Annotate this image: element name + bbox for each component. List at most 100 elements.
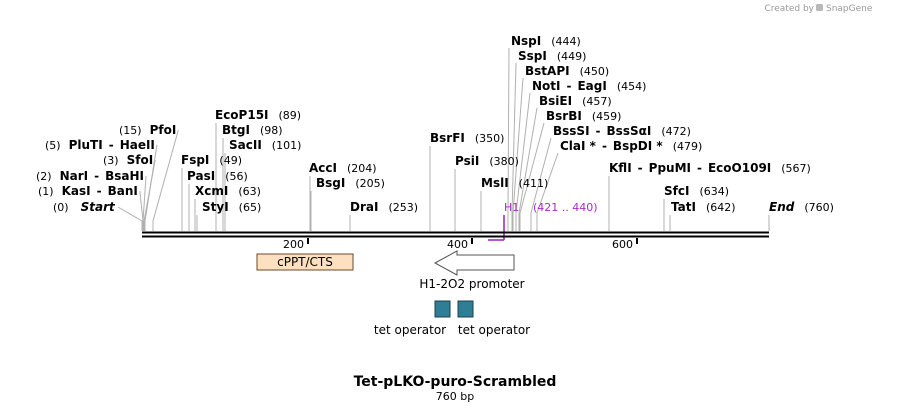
site-position: (0)	[53, 201, 69, 214]
site-position: (205)	[355, 177, 385, 190]
enzyme-separator: -	[596, 124, 601, 138]
site-position: (2)	[36, 170, 52, 183]
site-label-pasi[interactable]: PasI(56)	[187, 169, 248, 183]
enzyme-name: KasI	[62, 184, 91, 198]
enzyme-name: BsrFI	[430, 131, 465, 145]
site-label-tati[interactable]: TatI(642)	[671, 200, 736, 214]
site-label-bsgi[interactable]: BsgI(205)	[316, 176, 385, 190]
enzyme-name: End	[769, 200, 795, 214]
site-label-bsrbi[interactable]: BsrBI(459)	[546, 109, 621, 123]
site-leader-line	[518, 107, 538, 231]
site-position: (5)	[45, 139, 61, 152]
feature-tet-operator-1[interactable]: tet operator	[374, 300, 451, 337]
site-position: (454)	[617, 80, 647, 93]
enzyme-name: DraI	[350, 200, 378, 214]
site-label-kasi[interactable]: (1)KasI-BanI	[38, 184, 138, 198]
site-position: (449)	[557, 50, 587, 63]
enzyme-name-2: EagI	[577, 79, 606, 93]
credit-brand: SnapGene	[826, 4, 873, 14]
feature-cppt-cts[interactable]: cPPT/CTS	[256, 253, 354, 271]
enzyme-name: NotI	[532, 79, 561, 93]
site-label-bsrfi[interactable]: BsrFI (350)	[430, 131, 504, 145]
enzyme-name: NspI	[511, 34, 541, 48]
feature-cppt-label: cPPT/CTS	[277, 255, 333, 269]
enzyme-name-2: HaeII	[120, 138, 155, 152]
ruler-label-200: 200	[283, 238, 304, 251]
enzyme-name: FspI	[181, 153, 209, 167]
site-label-psii[interactable]: PsiI (380)	[455, 154, 519, 168]
enzyme-name: EcoP15I	[215, 108, 269, 122]
site-label-sacii[interactable]: SacII(101)	[229, 138, 301, 152]
site-label-pfoi[interactable]: (15)PfoI	[119, 123, 176, 137]
site-label-msli[interactable]: MslI(411)	[481, 176, 548, 190]
enzyme-name-2: BspDI *	[613, 139, 663, 153]
site-label-bsiei[interactable]: BsiEI (457)	[539, 94, 612, 108]
tet-operator-2-label: tet operator	[458, 323, 530, 337]
map-title: Tet-pLKO-puro-Scrambled	[354, 374, 557, 390]
enzyme-name-2: BssSαI	[607, 124, 652, 138]
site-label-bstapi[interactable]: BstAPI (450)	[525, 64, 609, 78]
enzyme-name: TatI	[671, 200, 696, 214]
site-label-noti[interactable]: NotI-EagI (454)	[532, 79, 646, 93]
site-leader-line	[519, 122, 545, 231]
site-label-end[interactable]: End(760)	[769, 200, 834, 214]
site-position: (380)	[489, 155, 519, 168]
enzyme-separator: -	[94, 169, 99, 183]
site-position: (457)	[582, 95, 612, 108]
site-label-xcmi[interactable]: XcmI(63)	[195, 184, 261, 198]
site-leader-line	[507, 47, 510, 231]
site-label-acci[interactable]: AccI(204)	[309, 161, 377, 175]
ruler: 200 400 600	[283, 238, 638, 251]
site-position: (567)	[781, 162, 811, 175]
enzyme-name: AccI	[309, 161, 337, 175]
enzyme-name: SspI	[518, 49, 547, 63]
ruler-label-400: 400	[447, 238, 468, 251]
primer-h1-name: H1	[504, 201, 519, 214]
enzyme-name: PsiI	[455, 154, 479, 168]
site-leader-lines	[117, 47, 770, 231]
enzyme-name-2: BanI	[108, 184, 138, 198]
feature-h1-promoter-label: H1-2O2 promoter	[419, 277, 524, 291]
tet-operator-1-label: tet operator	[374, 323, 446, 337]
enzyme-separator: -	[602, 139, 607, 153]
enzyme-name: NarI	[60, 169, 89, 183]
site-label-start[interactable]: (0) Start	[53, 200, 116, 214]
site-leader-line	[536, 152, 559, 231]
enzyme-separator: -	[567, 79, 572, 93]
ruler-label-600: 600	[612, 238, 633, 251]
site-label-sfci[interactable]: SfcI(634)	[664, 184, 729, 198]
site-label-bsssi[interactable]: BssSI-BssSαI(472)	[553, 124, 691, 138]
enzyme-name: ClaI *	[560, 139, 597, 153]
feature-h1-promoter[interactable]: H1-2O2 promoter	[419, 250, 525, 291]
site-label-kfli[interactable]: KflI-PpuMI-EcoO109I(567)	[609, 161, 811, 175]
site-label-pluti[interactable]: (5)PluTI-HaeII	[45, 138, 155, 152]
enzyme-name: BstAPI	[525, 64, 570, 78]
site-position: (459)	[592, 110, 622, 123]
site-label-btgi[interactable]: BtgI(98)	[222, 123, 283, 137]
enzyme-name: BssSI	[553, 124, 590, 138]
site-position: (56)	[225, 170, 248, 183]
enzyme-name: BtgI	[222, 123, 250, 137]
site-leader-line	[117, 206, 143, 231]
site-label-sspi[interactable]: SspI (449)	[518, 49, 586, 63]
site-position: (350)	[475, 132, 505, 145]
enzyme-name: BsiEI	[539, 94, 572, 108]
site-position: (65)	[239, 201, 262, 214]
site-position: (450)	[580, 65, 610, 78]
enzyme-name-2: PpuMI	[649, 161, 691, 175]
enzyme-name-2: BsaHI	[105, 169, 144, 183]
site-label-styi[interactable]: StyI (65)	[202, 200, 261, 214]
site-label-nspi[interactable]: NspI(444)	[511, 34, 581, 48]
site-label-drai[interactable]: DraI(253)	[350, 200, 418, 214]
feature-tet-operator-2[interactable]: tet operator	[457, 300, 530, 337]
site-label-nari[interactable]: (2) NarI-BsaHI	[36, 169, 144, 183]
site-label-ecop15i[interactable]: EcoP15I(89)	[215, 108, 301, 122]
site-label-clai[interactable]: ClaI *-BspDI *(479)	[560, 139, 702, 153]
enzyme-name: XcmI	[195, 184, 228, 198]
enzyme-name: StyI	[202, 200, 229, 214]
enzyme-name: Start	[81, 200, 116, 214]
enzyme-separator: -	[638, 161, 643, 175]
primer-h1[interactable]: H1 (421 .. 440)	[488, 201, 598, 241]
site-label-sfoi[interactable]: (3)SfoI	[103, 153, 153, 167]
site-label-fspi[interactable]: FspI(49)	[181, 153, 242, 167]
